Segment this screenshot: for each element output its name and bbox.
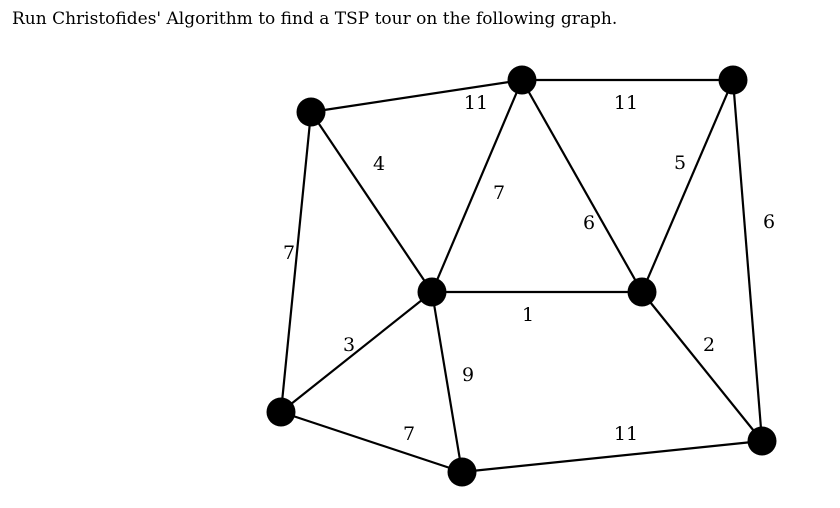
- vertex-b: [507, 65, 537, 95]
- edge-weight-b-c: 11: [614, 92, 638, 114]
- edge-weight-a-f: 7: [283, 242, 295, 264]
- edge-a-b: [310, 78, 523, 114]
- edge-weight-d-g: 9: [462, 364, 474, 386]
- edge-weight-f-g: 7: [403, 423, 415, 445]
- edge-weight-d-e: 1: [522, 304, 534, 326]
- vertex-a: [296, 97, 326, 127]
- edge-weight-a-d: 4: [373, 153, 385, 175]
- problem-statement: Run Christofides' Algorithm to find a TS…: [12, 9, 618, 29]
- edge-weight-e-h: 2: [703, 334, 715, 356]
- edge-weight-g-h: 11: [614, 423, 638, 445]
- edge-b-d: [430, 79, 524, 293]
- edge-a-f: [279, 111, 313, 413]
- edge-weight-d-f: 3: [343, 334, 355, 356]
- vertex-c: [718, 65, 748, 95]
- edge-d-g: [430, 291, 464, 473]
- edge-f-g: [280, 410, 463, 474]
- edge-e-h: [641, 291, 763, 442]
- vertex-e: [627, 277, 657, 307]
- edge-weight-c-h: 6: [763, 211, 775, 233]
- edge-b-e: [521, 79, 643, 293]
- vertex-g: [447, 457, 477, 487]
- edge-weight-a-b: 11: [464, 92, 488, 114]
- edges-layer: [279, 78, 764, 474]
- edge-a-d: [310, 111, 433, 293]
- edge-c-e: [640, 79, 735, 293]
- weight-labels-layer: 11 11 4 7 6 5 6 7 1 3 9 2 7 11: [283, 92, 775, 445]
- nodes-layer: [266, 65, 777, 487]
- vertex-d: [417, 277, 447, 307]
- edge-weight-c-e: 5: [674, 152, 686, 174]
- edge-d-f: [280, 291, 433, 413]
- edge-weight-b-e: 6: [583, 212, 595, 234]
- vertex-f: [266, 397, 296, 427]
- edge-g-h: [461, 439, 763, 474]
- edge-c-h: [731, 79, 764, 442]
- edge-weight-b-d: 7: [493, 182, 505, 204]
- vertex-h: [747, 426, 777, 456]
